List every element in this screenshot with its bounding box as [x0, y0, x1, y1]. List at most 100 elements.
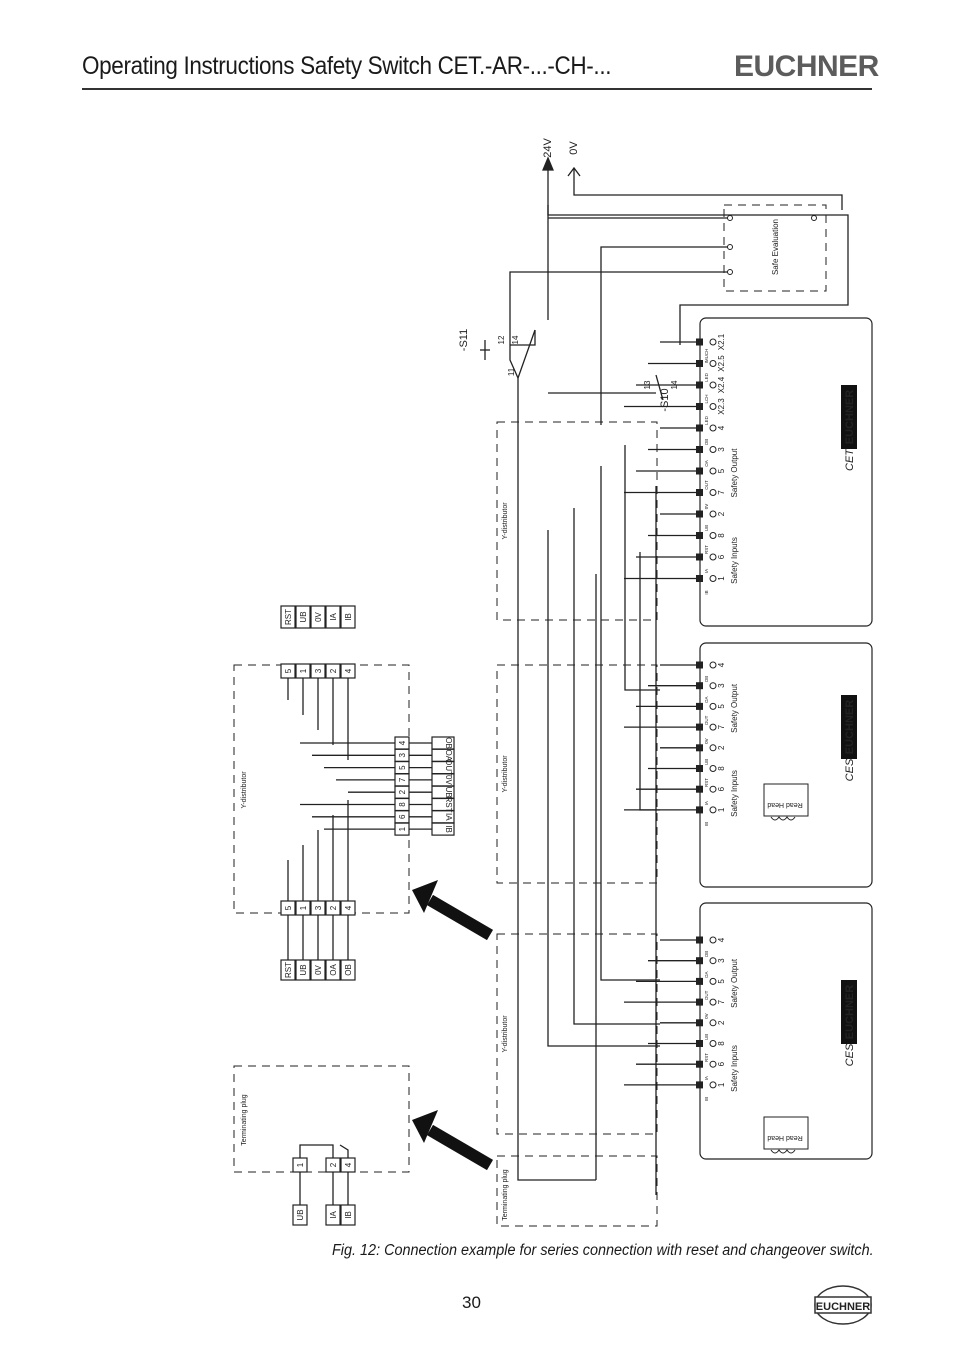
pin-socket	[709, 682, 717, 690]
detail-bot-num: 2	[329, 905, 338, 910]
supply-24v-label: 24V	[542, 138, 554, 158]
device-2-box	[699, 902, 873, 1160]
detail-top-sig-box	[325, 605, 341, 629]
pin-number: 7	[717, 999, 726, 1004]
pin-socket	[709, 1081, 717, 1089]
y-distributor-label: Y-distributor	[502, 502, 509, 540]
pin-socket	[709, 723, 717, 731]
s11-name: -S11	[458, 329, 470, 351]
read-head-label: Read Head	[767, 801, 803, 808]
pin-socket	[709, 424, 717, 432]
header-rule	[82, 88, 872, 90]
pin-number: 3	[717, 683, 726, 688]
pin-rst	[696, 765, 703, 772]
pin-socket	[709, 1040, 717, 1047]
pin-signal: UB	[704, 525, 709, 531]
wire-se-3	[509, 271, 730, 340]
pin-socket	[709, 532, 717, 539]
device-logo-bg	[841, 385, 857, 449]
detail-dev-num: 8	[398, 802, 407, 807]
pin-signal: OUT	[704, 715, 709, 725]
detail-dev-num: 3	[398, 753, 407, 758]
euchner-logo: EUCHNER	[734, 50, 879, 83]
pin-ob	[696, 936, 703, 944]
pin-number: 2	[717, 1020, 726, 1025]
device-brand: EUCHNER	[844, 390, 856, 444]
device-brand: EUCHNER	[844, 700, 856, 754]
terminal	[727, 215, 733, 221]
pin-signal: 0V	[704, 738, 709, 744]
pin-signal: OUT	[704, 990, 709, 1000]
detail-top-num: 2	[329, 668, 338, 673]
pin-signal: RST	[704, 778, 709, 787]
pin-socket	[709, 998, 717, 1006]
pin-number: 3	[717, 447, 726, 452]
pin-socket	[709, 957, 717, 965]
detail-dev-sig: RST	[444, 797, 453, 813]
pin-number: 5	[717, 704, 726, 709]
pin-number: 5	[717, 468, 726, 473]
footer-logo-text: EUCHNER	[816, 1301, 870, 1313]
wire-0v	[573, 190, 843, 210]
pin-number: X2.5	[717, 355, 726, 372]
detail-bot-sig-box	[340, 959, 356, 981]
detail-top-num-box	[325, 663, 341, 679]
detail-term-sig-box	[292, 1204, 308, 1226]
chain-0v	[573, 508, 660, 1025]
footer-euchner-seal: EUCHNER	[814, 1285, 872, 1325]
device-boxes	[280, 215, 873, 1226]
device-type: CES	[844, 758, 856, 781]
detail-bot-num-box	[325, 900, 341, 916]
pin-ub	[696, 1019, 703, 1027]
y-distributor-label: Y-distributor	[502, 1015, 509, 1053]
detail-bot-num-box	[340, 900, 356, 916]
pin-oa	[696, 446, 703, 453]
pin-socket	[709, 785, 717, 793]
s11-14	[510, 330, 536, 346]
pin-ub	[696, 744, 703, 752]
term-bridge	[299, 1144, 334, 1158]
wire-rst-chain	[517, 378, 596, 1181]
device-logo-bg	[841, 980, 857, 1044]
pin-signal: IA	[704, 569, 709, 573]
pin-signal: IA	[704, 801, 709, 805]
pin-socket	[709, 381, 717, 389]
pin-signal: OUT	[704, 480, 709, 490]
pin-number: 2	[717, 745, 726, 750]
pin-led	[696, 360, 703, 367]
detail-dev-num: 7	[398, 777, 407, 782]
detail-dev-num: 2	[398, 789, 407, 794]
pin-ub	[696, 510, 703, 518]
terminating-plug-box	[496, 1155, 658, 1227]
detail-top-num-box	[310, 663, 326, 679]
detail-term-sig: IA	[329, 1211, 338, 1219]
detail-top-sig: IB	[344, 613, 353, 621]
detail-bot-num-box	[295, 900, 311, 916]
coil-icon	[770, 1149, 796, 1154]
pin-out	[696, 977, 703, 985]
pin-number: 4	[717, 662, 726, 667]
pin-signal: UB	[704, 759, 709, 765]
device-logo-bg	[841, 695, 857, 759]
wire-se-2	[600, 246, 730, 425]
pin-number: 4	[717, 425, 726, 430]
detail-term-num-box	[292, 1157, 308, 1173]
pin-socket	[709, 977, 717, 985]
terminal	[811, 215, 817, 221]
pin-out	[696, 467, 703, 475]
detail-dev-sig: OB	[444, 737, 453, 749]
pin-socket	[709, 765, 717, 772]
detail-top-num: 3	[314, 668, 323, 673]
device-brand: EUCHNER	[844, 985, 856, 1039]
pin-number: X2.4	[717, 376, 726, 393]
pin-number: 1	[717, 576, 726, 581]
pin-ib	[696, 806, 703, 814]
pin-socket	[709, 575, 717, 582]
pointer-arrow	[412, 880, 494, 941]
pin-imuch	[696, 338, 703, 346]
pin-out	[696, 702, 703, 710]
detail-top-num-box	[280, 663, 296, 679]
pin-socket	[709, 1060, 717, 1068]
detail-y-distributor-box	[233, 664, 410, 914]
pin-number: 6	[717, 786, 726, 791]
